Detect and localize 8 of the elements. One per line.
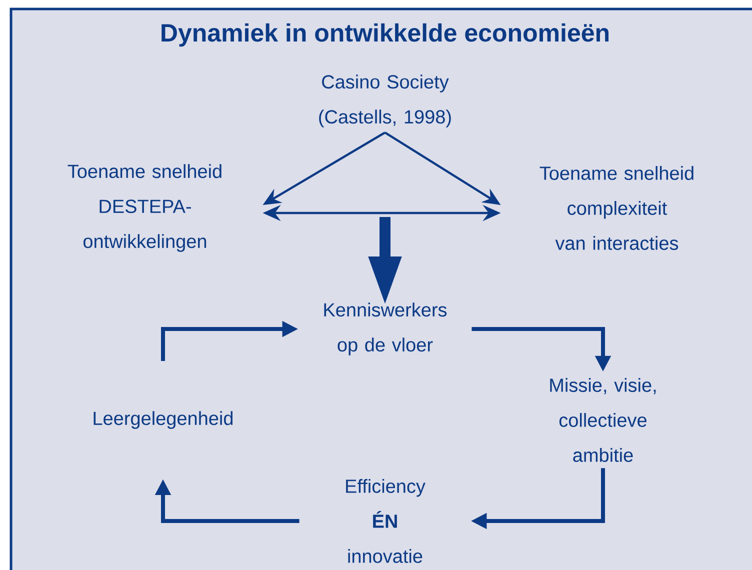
node-label: Leergelegenheid [94, 411, 233, 429]
node-label: Kenniswerkers op de vloer [324, 302, 447, 356]
node-label: Missie, visie, collectieve ambitie [550, 378, 656, 462]
node-label: Toename snelheid complexiteit van interacties [540, 166, 694, 250]
title: Dynamiek in ontwikkelde economieën [162, 23, 608, 47]
node-label: Efficiency ÉN innovatie [346, 479, 426, 563]
node-label: Casino Society (Castells, 1998) [319, 74, 451, 128]
node-label: Toename snelheid DESTEPA-ontwikkelingen [68, 164, 222, 252]
